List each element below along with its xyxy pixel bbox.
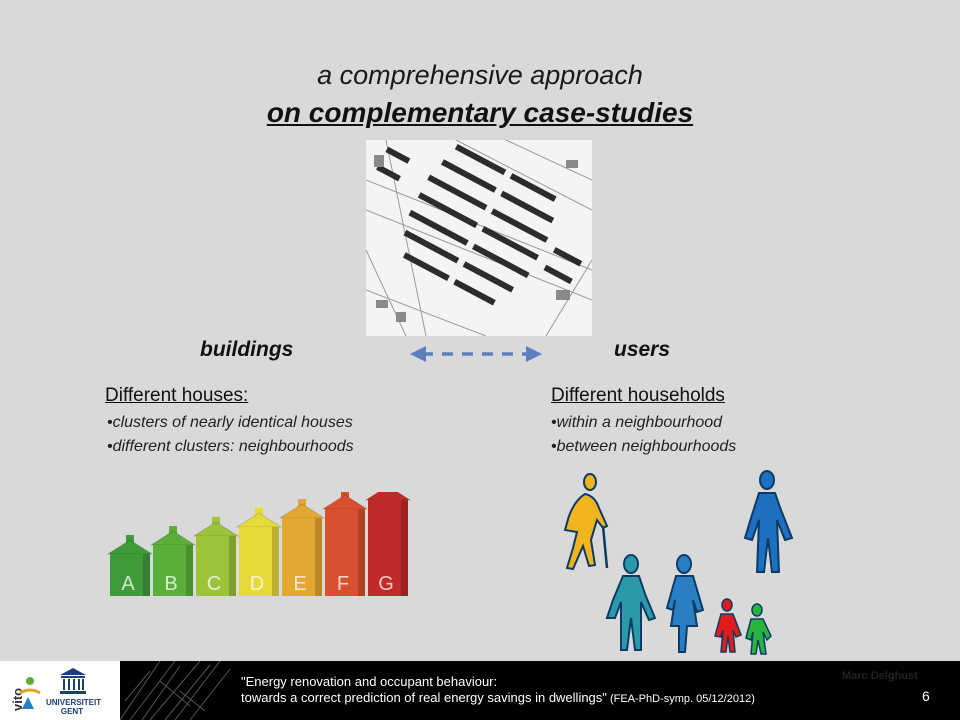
author-name: Marc Delghust — [842, 670, 918, 682]
houses-bullet-1: •clusters of nearly identical houses — [107, 414, 353, 431]
houses-heading: Different houses: — [105, 385, 249, 406]
child-person-green-icon — [745, 603, 772, 655]
users-label: users — [614, 338, 671, 361]
footer-texture-decoration — [120, 661, 231, 720]
footer-presentation-title: "Energy renovation and occupant behaviou… — [241, 674, 755, 707]
energy-house-d: D — [235, 508, 283, 596]
page-number: 6 — [922, 688, 930, 704]
households-heading: Different households — [551, 385, 725, 406]
slide-footer: vito UNIVERSITEIT GENT — [0, 661, 960, 720]
energy-house-letter: D — [250, 573, 264, 595]
houses-bullets: •clusters of nearly identical houses •di… — [107, 411, 354, 459]
ugent-logo-line1: UNIVERSITEIT — [46, 698, 102, 707]
energy-house-b: B — [149, 526, 197, 596]
footer-event-date: (FEA-PhD-symp. 05/12/2012) — [606, 693, 755, 705]
households-bullets: •within a neighbourhood •between neighbo… — [551, 411, 736, 459]
neighbourhood-map-image — [366, 140, 592, 336]
household-people-illustration — [563, 470, 794, 655]
energy-house-letter: E — [293, 573, 306, 595]
ugent-building-icon — [60, 668, 86, 694]
footer-title-line2: towards a correct prediction of real ene… — [241, 690, 607, 705]
ugent-logo: UNIVERSITEIT GENT — [46, 698, 102, 716]
institution-logos: vito UNIVERSITEIT GENT — [0, 661, 120, 720]
energy-house-e: E — [278, 499, 326, 596]
child-person-red-icon — [714, 598, 742, 653]
energy-house-letter: C — [207, 573, 221, 595]
energy-house-f: F — [321, 492, 369, 596]
energy-house-letter: A — [121, 573, 135, 595]
energy-house-a: A — [106, 535, 154, 596]
households-bullet-1: •within a neighbourhood — [551, 414, 723, 431]
adult-person-tall-blue-icon — [743, 470, 794, 573]
households-bullet-2: •between neighbourhoods — [551, 438, 737, 455]
houses-bullet-2: •different clusters: neighbourhoods — [107, 438, 354, 455]
slide-title-line2: on complementary case-studies — [266, 97, 694, 128]
slide-title-line1: a comprehensive approach — [317, 60, 643, 90]
energy-label-houses-illustration: A B C D E F G — [106, 492, 412, 596]
vito-mark-icon — [19, 677, 41, 709]
energy-house-g: G — [364, 492, 412, 596]
neighbourhood-map-drawing — [366, 140, 592, 336]
energy-house-c: C — [192, 517, 240, 596]
energy-house-letter: B — [164, 573, 177, 595]
energy-house-letter: F — [337, 573, 349, 595]
buildings-label: buildings — [200, 338, 294, 361]
adult-person-teal-icon — [605, 554, 657, 651]
double-arrow-icon — [410, 346, 542, 362]
ugent-logo-line2: GENT — [60, 707, 84, 716]
energy-house-letter: G — [378, 573, 394, 595]
adult-person-blue-icon — [665, 554, 705, 653]
elderly-person-icon — [563, 473, 609, 571]
footer-title-line1: "Energy renovation and occupant behaviou… — [241, 674, 498, 689]
